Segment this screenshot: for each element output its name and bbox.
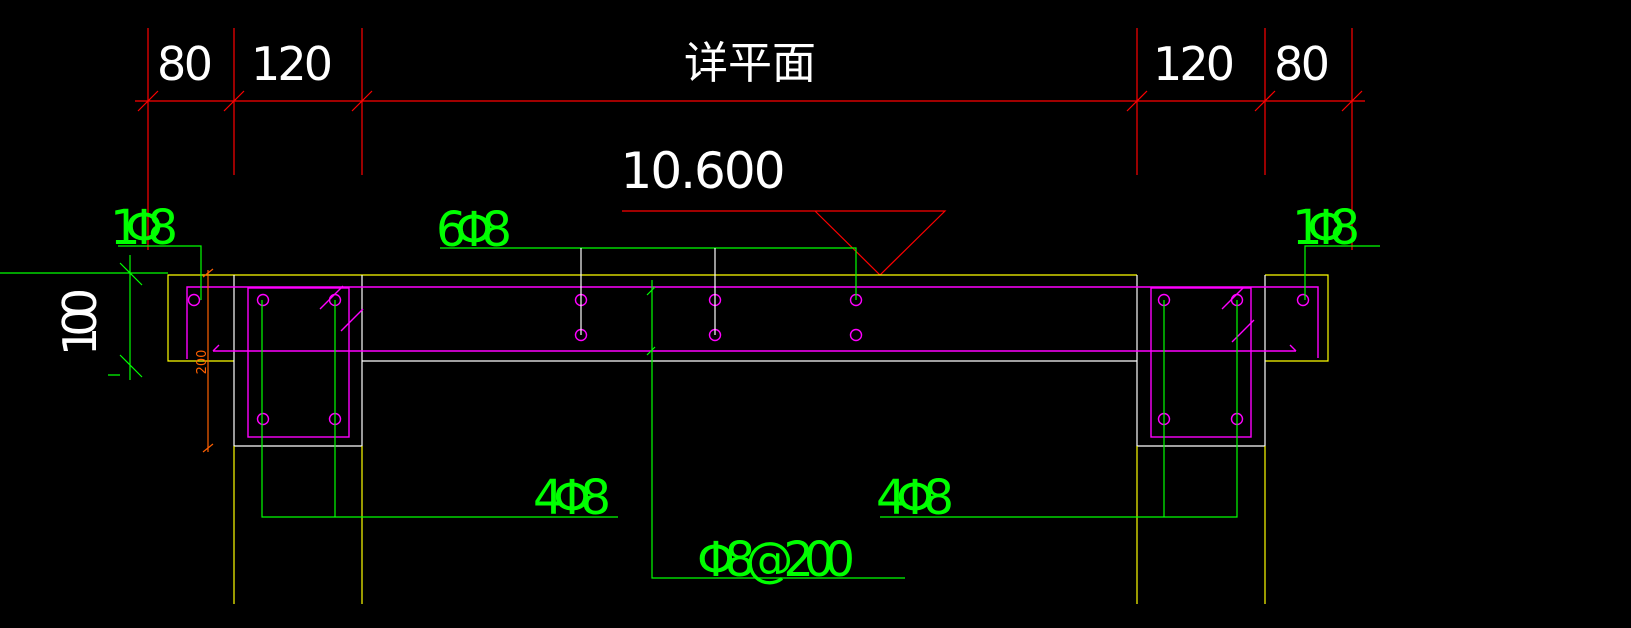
label-right-beam-rebar: 4Φ8 <box>876 470 954 526</box>
dim-slab-thickness: 100 <box>53 288 107 356</box>
rebar-annotations: 1Φ8 6Φ8 1Φ8 4Φ8 4Φ8 Φ8@200 <box>110 200 1380 588</box>
elevation-triangle-icon <box>622 210 947 276</box>
label-right-edge-rebar: 1Φ8 <box>1292 200 1360 256</box>
elevation-value: 10.600 <box>621 142 786 200</box>
dim-80-left: 80 <box>157 37 213 91</box>
concrete-outline <box>0 272 1329 604</box>
label-left-beam-rebar: 4Φ8 <box>533 470 611 526</box>
dim-80-right: 80 <box>1274 37 1330 91</box>
side-dimensions: 100 200 <box>53 255 214 453</box>
label-distribution-rebar: Φ8@200 <box>697 532 855 588</box>
dim-edge-height: 200 <box>195 350 210 375</box>
label-left-edge-rebar: 1Φ8 <box>110 200 178 256</box>
elevation-mark: 10.600 <box>621 142 947 276</box>
dim-120-right: 120 <box>1153 37 1235 91</box>
dim-120-left: 120 <box>251 37 333 91</box>
section-title: 详平面 <box>684 38 816 89</box>
top-dimension-chain: 80 120 详平面 120 80 <box>135 28 1365 250</box>
label-slab-top-rebar: 6Φ8 <box>436 202 512 258</box>
rebar-circles <box>187 293 1310 426</box>
